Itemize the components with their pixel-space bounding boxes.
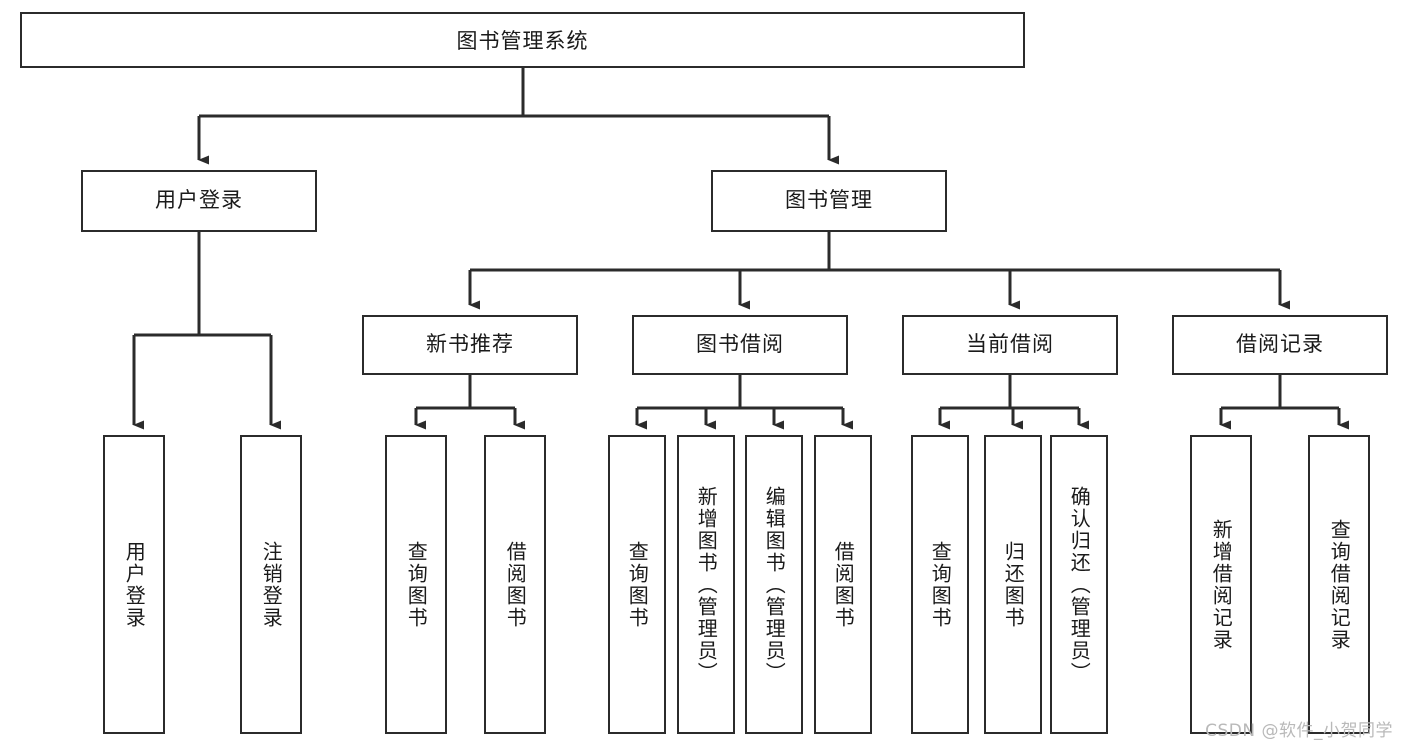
node-leaf-return-book[interactable]: 归还图书 — [984, 435, 1042, 734]
node-new-book-recommend-label: 新书推荐 — [426, 332, 514, 357]
node-leaf-logout-label: 注销登录 — [259, 540, 284, 629]
node-leaf-query-borrow-record[interactable]: 查询借阅记录 — [1308, 435, 1370, 734]
node-leaf-add-book-admin-label: 新增图书（管理员） — [694, 485, 719, 684]
node-leaf-logout[interactable]: 注销登录 — [240, 435, 302, 734]
node-leaf-edit-book-admin-label: 编辑图书（管理员） — [762, 485, 787, 684]
node-current-borrow-label: 当前借阅 — [966, 332, 1054, 357]
node-leaf-add-borrow-record[interactable]: 新增借阅记录 — [1190, 435, 1252, 734]
node-leaf-query-book-rec[interactable]: 查询图书 — [385, 435, 447, 734]
node-borrow-record-label: 借阅记录 — [1236, 332, 1324, 357]
node-user-login[interactable]: 用户登录 — [81, 170, 317, 232]
node-leaf-add-book-admin[interactable]: 新增图书（管理员） — [677, 435, 735, 734]
node-leaf-query-borrow-record-label: 查询借阅记录 — [1327, 518, 1352, 651]
node-root[interactable]: 图书管理系统 — [20, 12, 1025, 68]
node-leaf-query-book-borrow[interactable]: 查询图书 — [608, 435, 666, 734]
node-leaf-query-book-borrow-label: 查询图书 — [625, 540, 650, 629]
node-new-book-recommend[interactable]: 新书推荐 — [362, 315, 578, 375]
node-leaf-query-book-cur-label: 查询图书 — [928, 540, 953, 629]
node-leaf-user-login[interactable]: 用户登录 — [103, 435, 165, 734]
node-leaf-confirm-return-admin-label: 确认归还（管理员） — [1067, 485, 1092, 684]
node-borrow-record[interactable]: 借阅记录 — [1172, 315, 1388, 375]
node-root-label: 图书管理系统 — [456, 29, 589, 53]
node-leaf-query-book-rec-label: 查询图书 — [404, 540, 429, 629]
node-user-login-label: 用户登录 — [155, 188, 243, 213]
node-book-manage[interactable]: 图书管理 — [711, 170, 947, 232]
node-leaf-return-book-label: 归还图书 — [1001, 540, 1026, 629]
node-leaf-borrow-book-rec-label: 借阅图书 — [503, 540, 528, 629]
node-leaf-confirm-return-admin[interactable]: 确认归还（管理员） — [1050, 435, 1108, 734]
node-book-borrow-label: 图书借阅 — [696, 332, 784, 357]
node-leaf-borrow-book-rec[interactable]: 借阅图书 — [484, 435, 546, 734]
node-leaf-edit-book-admin[interactable]: 编辑图书（管理员） — [745, 435, 803, 734]
node-leaf-user-login-label: 用户登录 — [122, 540, 147, 629]
node-leaf-add-borrow-record-label: 新增借阅记录 — [1209, 518, 1234, 651]
node-leaf-borrow-book-label: 借阅图书 — [831, 540, 856, 629]
node-leaf-borrow-book[interactable]: 借阅图书 — [814, 435, 872, 734]
node-current-borrow[interactable]: 当前借阅 — [902, 315, 1118, 375]
csdn-watermark: CSDN @软件_小贺同学 — [1205, 721, 1393, 741]
node-leaf-query-book-cur[interactable]: 查询图书 — [911, 435, 969, 734]
node-book-manage-label: 图书管理 — [785, 188, 873, 213]
node-book-borrow[interactable]: 图书借阅 — [632, 315, 848, 375]
